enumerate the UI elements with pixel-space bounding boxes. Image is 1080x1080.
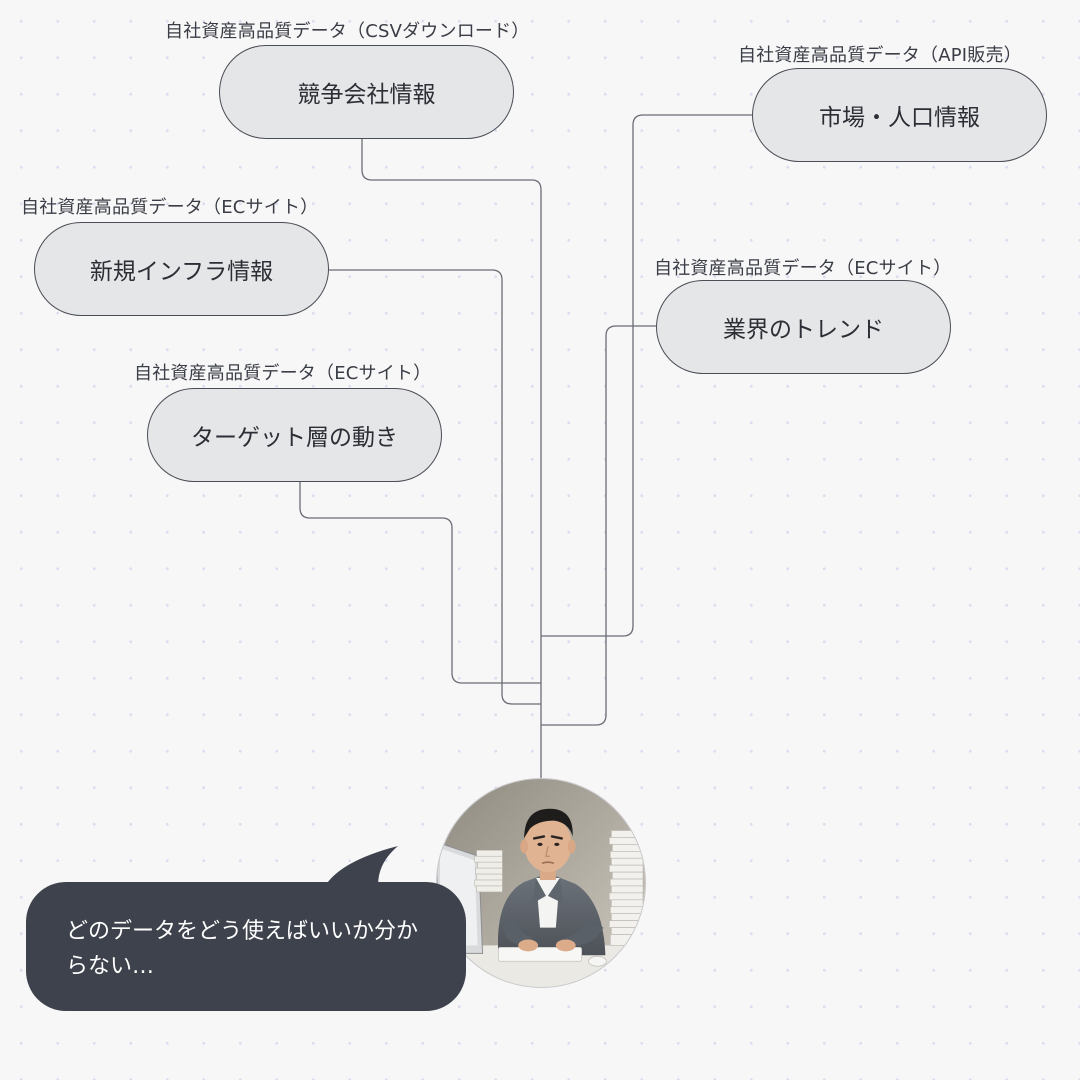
node-label-market: 市場・人口情報 <box>819 105 980 131</box>
speech-bubble: どのデータをどう使えばいいか分からない… <box>26 882 466 1011</box>
user-avatar <box>436 778 646 988</box>
connector-target <box>299 482 541 684</box>
node-label-trend: 業界のトレンド <box>723 317 884 343</box>
node-competitor[interactable]: 競争会社情報 <box>219 45 514 139</box>
node-label-infra: 新規インフラ情報 <box>89 259 274 285</box>
connector-competitor <box>361 139 542 778</box>
connector-trend <box>541 325 656 726</box>
speech-bubble-text: どのデータをどう使えばいいか分からない… <box>66 919 419 979</box>
node-trend[interactable]: 業界のトレンド <box>656 280 951 374</box>
connector-infra <box>329 269 541 705</box>
node-caption-target: 自社資産高品質データ（ECサイト） <box>134 363 432 384</box>
node-caption-market: 自社資産高品質データ（API販売） <box>738 45 1022 66</box>
node-market[interactable]: 市場・人口情報 <box>752 68 1047 162</box>
node-label-target: ターゲット層の動き <box>191 425 398 451</box>
node-label-competitor: 競争会社情報 <box>297 82 436 108</box>
node-infra[interactable]: 新規インフラ情報 <box>34 222 329 316</box>
connector-market <box>541 114 752 637</box>
node-caption-infra: 自社資産高品質データ（ECサイト） <box>21 197 319 218</box>
node-caption-competitor: 自社資産高品質データ（CSVダウンロード） <box>165 21 530 42</box>
node-caption-trend: 自社資産高品質データ（ECサイト） <box>654 258 952 279</box>
node-target[interactable]: ターゲット層の動き <box>147 388 442 482</box>
